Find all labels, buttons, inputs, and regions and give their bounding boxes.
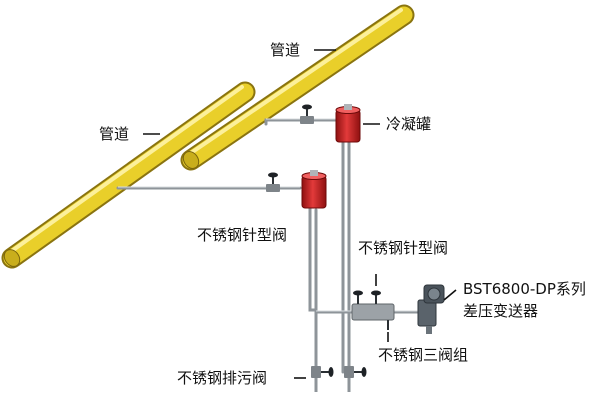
label-drain-valve: 不锈钢排污阀 [177, 369, 267, 387]
label-transmitter-type: 差压变送器 [463, 302, 538, 320]
label-pipe-upper: 管道 [270, 41, 300, 59]
leader-lines [143, 49, 457, 379]
condensate-pot-upper [335, 104, 361, 143]
drain-valve-right-icon [344, 366, 367, 392]
lower-pipe [1, 81, 256, 269]
label-three-valve-manifold: 不锈钢三阀组 [378, 346, 468, 364]
transmitter-icon [417, 284, 445, 334]
three-valve-manifold-icon [351, 290, 395, 330]
label-transmitter-model: BST6800-DP系列 [463, 280, 586, 298]
label-condensate-pot: 冷凝罐 [386, 115, 431, 133]
drain-valve-left-icon [311, 366, 334, 392]
needle-valve-lower-icon [266, 172, 280, 192]
upper-pipe [180, 4, 415, 171]
needle-valve-upper-icon [300, 104, 314, 124]
label-pipe-lower: 管道 [99, 125, 129, 143]
label-needle-valve-upper: 不锈钢针型阀 [358, 239, 448, 257]
label-needle-valve-lower: 不锈钢针型阀 [197, 226, 287, 244]
condensate-pot-lower [301, 170, 327, 209]
